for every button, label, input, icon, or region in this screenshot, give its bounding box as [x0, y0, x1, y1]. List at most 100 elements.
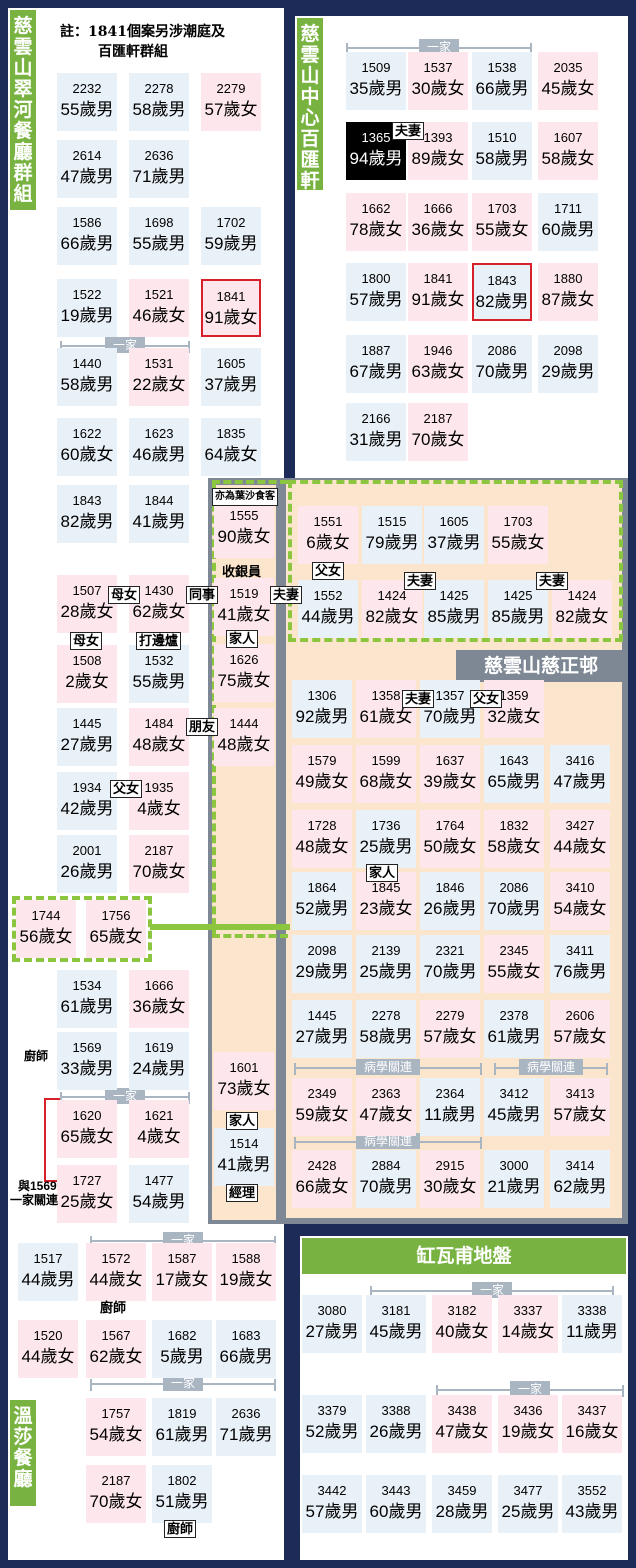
restaurant-group-title: 慈雲山翠河餐廳群組: [10, 10, 36, 210]
case-id: 1666: [423, 201, 453, 216]
bracket-bingxue-1: 病學關連: [294, 1059, 482, 1079]
case-id: 1841: [216, 289, 246, 304]
case-age-sex: 17歲女: [155, 1270, 209, 1289]
case-id: 2098: [307, 943, 337, 958]
case-id: 1509: [361, 60, 391, 75]
case-age-sex: 66歲男: [60, 234, 114, 253]
case-age-sex: 55歲女: [475, 220, 529, 239]
case-id: 3552: [577, 1483, 607, 1498]
case-id: 1599: [371, 753, 401, 768]
case-age-sex: 66歲男: [219, 1347, 273, 1366]
case-age-sex: 76歲男: [553, 962, 607, 981]
relation-line-1569: [44, 1098, 60, 1182]
case-id: 1802: [167, 1473, 197, 1488]
case-age-sex: 94歲男: [349, 149, 403, 168]
case-age-sex: 44歲女: [553, 837, 607, 856]
case-age-sex: 26歲男: [423, 899, 477, 918]
case-age-sex: 82歲男: [475, 292, 529, 311]
case-age-sex: 68歲女: [359, 772, 413, 791]
case-age-sex: 44歲女: [21, 1347, 75, 1366]
case-id: 2279: [216, 81, 246, 96]
case-age-sex: 57歲女: [423, 1027, 477, 1046]
case-age-sex: 64歲女: [204, 445, 258, 464]
case-id: 1626: [229, 652, 259, 667]
case-id: 1522: [72, 287, 102, 302]
case-age-sex: 51歲男: [155, 1492, 209, 1511]
case-age-sex: 49歲女: [295, 772, 349, 791]
case-age-sex: 70歲男: [487, 899, 541, 918]
case-id: 1619: [144, 1040, 174, 1055]
case-age-sex: 62歲男: [553, 1177, 607, 1196]
case-age-sex: 71歲男: [219, 1425, 273, 1444]
case-age-sex: 70歲女: [411, 430, 465, 449]
case-id: 2364: [435, 1086, 465, 1101]
case-id: 1846: [435, 880, 465, 895]
case-id: 1445: [307, 1008, 337, 1023]
case-age-sex: 91歲女: [411, 290, 465, 309]
case-age-sex: 16歲女: [565, 1422, 619, 1441]
case-age-sex: 92歲男: [295, 707, 349, 726]
case-age-sex: 70歲男: [359, 1177, 413, 1196]
case-id: 1521: [144, 287, 174, 302]
case-age-sex: 57歲男: [349, 290, 403, 309]
case-age-sex: 14歲女: [501, 1322, 555, 1341]
case-id: 1445: [72, 716, 102, 731]
case-id: 3412: [499, 1086, 529, 1101]
tag-munv-1507: 母女: [108, 586, 141, 604]
case-age-sex: 70歲女: [132, 862, 186, 881]
case-id: 2187: [423, 411, 453, 426]
case-age-sex: 4歲女: [137, 799, 181, 818]
case-age-sex: 55歲女: [487, 962, 541, 981]
case-id: 2278: [371, 1008, 401, 1023]
case-id: 1843: [487, 273, 517, 288]
case-id: 1800: [361, 271, 391, 286]
case-age-sex: 29歲男: [541, 362, 595, 381]
case-age-sex: 62歲女: [132, 602, 186, 621]
case-id: 3338: [577, 1303, 607, 1318]
case-id: 1520: [33, 1328, 63, 1343]
case-id: 3379: [317, 1403, 347, 1418]
case-id: 1934: [72, 780, 102, 795]
case-id: 2086: [499, 880, 529, 895]
case-age-sex: 24歲男: [132, 1059, 186, 1078]
case-id: 1843: [72, 493, 102, 508]
case-id: 1430: [144, 583, 174, 598]
wensha-title: 溫莎餐廳: [10, 1400, 36, 1506]
case-id: 1757: [101, 1406, 131, 1421]
case-id: 1572: [101, 1251, 131, 1266]
case-card-1800: 1800 57歲男: [346, 263, 406, 321]
